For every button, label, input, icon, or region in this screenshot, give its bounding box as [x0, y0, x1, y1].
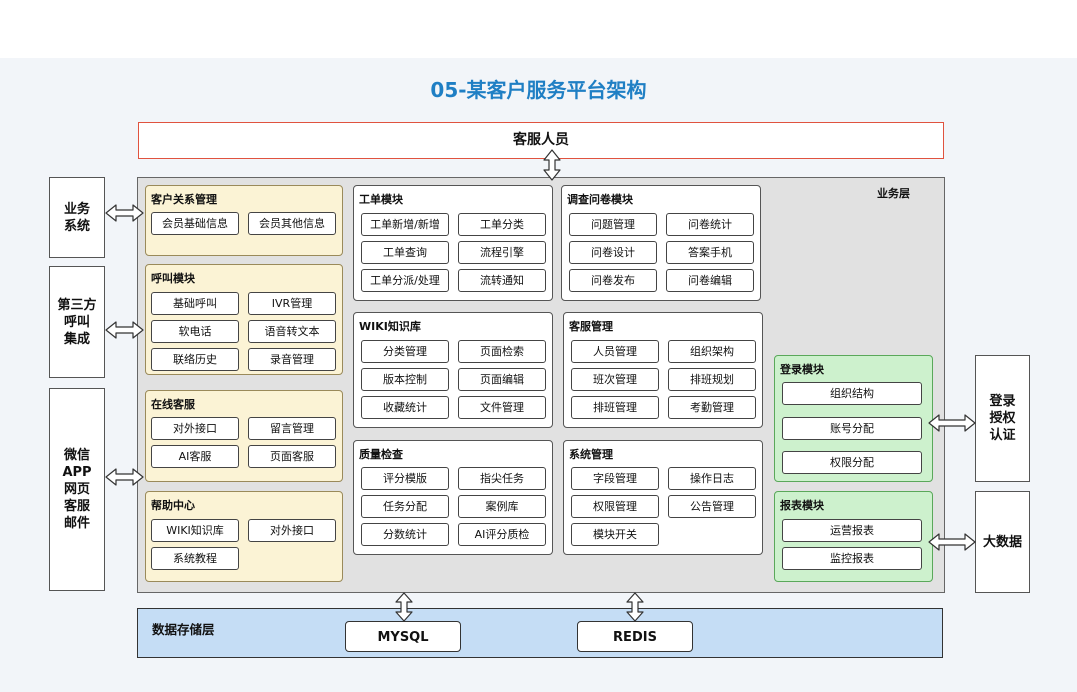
wiki-item: 页面检索 — [458, 340, 546, 363]
wiki-item: 文件管理 — [458, 396, 546, 419]
agent-item: 排班管理 — [571, 396, 659, 419]
module-sys: 系统管理 字段管理 操作日志 权限管理 公告管理 模块开关 — [563, 440, 763, 555]
ticket-item: 工单分派/处理 — [361, 269, 449, 292]
agent-item: 排班规划 — [668, 368, 756, 391]
diagram-title: 05-某客户服务平台架构 — [430, 78, 647, 102]
survey-item: 问卷发布 — [569, 269, 657, 292]
module-call: 呼叫模块 基础呼叫 IVR管理 软电话 语音转文本 联络历史 录音管理 — [145, 264, 343, 375]
qa-item: AI评分质检 — [458, 523, 546, 546]
call-item: 软电话 — [151, 320, 239, 343]
module-help: 帮助中心 WIKI知识库 对外接口 系统教程 — [145, 491, 343, 582]
ticket-item: 流转通知 — [458, 269, 546, 292]
report-item: 运营报表 — [782, 519, 922, 542]
module-online-title: 在线客服 — [151, 398, 195, 411]
module-call-title: 呼叫模块 — [151, 272, 195, 285]
agent-item: 班次管理 — [571, 368, 659, 391]
module-login-title: 登录模块 — [780, 363, 824, 376]
sys-item: 模块开关 — [571, 523, 659, 546]
module-agent-title: 客服管理 — [569, 320, 613, 333]
data-storage-layer: 数据存储层 — [137, 608, 943, 658]
wiki-item: 页面编辑 — [458, 368, 546, 391]
ticket-item: 工单分类 — [458, 213, 546, 236]
module-crm: 客户关系管理 会员基础信息 会员其他信息 — [145, 185, 343, 256]
call-item: 联络历史 — [151, 348, 239, 371]
login-item: 权限分配 — [782, 451, 922, 474]
module-login: 登录模块 组织结构 账号分配 权限分配 — [774, 355, 933, 482]
sys-item: 操作日志 — [668, 467, 756, 490]
module-help-title: 帮助中心 — [151, 499, 195, 512]
module-survey: 调查问卷模块 问题管理 问卷统计 问卷设计 答案手机 问卷发布 问卷编辑 — [561, 185, 761, 301]
sys-item: 字段管理 — [571, 467, 659, 490]
crm-item: 会员其他信息 — [248, 212, 336, 235]
module-ticket-title: 工单模块 — [359, 193, 403, 206]
agent-item: 考勤管理 — [668, 396, 756, 419]
customer-service-staff: 客服人员 — [138, 122, 944, 159]
qa-item: 分数统计 — [361, 523, 449, 546]
qa-item: 评分模版 — [361, 467, 449, 490]
module-qa: 质量检查 评分模版 指尖任务 任务分配 案例库 分数统计 AI评分质检 — [353, 440, 553, 555]
ticket-item: 工单查询 — [361, 241, 449, 264]
wiki-item: 版本控制 — [361, 368, 449, 391]
help-item: 系统教程 — [151, 547, 239, 570]
wiki-item: 收藏统计 — [361, 396, 449, 419]
report-item: 监控报表 — [782, 547, 922, 570]
agent-item: 组织架构 — [668, 340, 756, 363]
ticket-item: 流程引擎 — [458, 241, 546, 264]
login-item: 组织结构 — [782, 382, 922, 405]
survey-item: 问卷设计 — [569, 241, 657, 264]
crm-item: 会员基础信息 — [151, 212, 239, 235]
online-item: AI客服 — [151, 445, 239, 468]
sys-item: 公告管理 — [668, 495, 756, 518]
external-big-data: 大数据 — [975, 491, 1030, 593]
qa-item: 指尖任务 — [458, 467, 546, 490]
help-item: WIKI知识库 — [151, 519, 239, 542]
module-report: 报表模块 运营报表 监控报表 — [774, 491, 933, 582]
sys-item: 权限管理 — [571, 495, 659, 518]
survey-item: 答案手机 — [666, 241, 754, 264]
module-ticket: 工单模块 工单新增/新增 工单分类 工单查询 流程引擎 工单分派/处理 流转通知 — [353, 185, 553, 301]
agent-item: 人员管理 — [571, 340, 659, 363]
ticket-item: 工单新增/新增 — [361, 213, 449, 236]
survey-item: 问卷编辑 — [666, 269, 754, 292]
online-item: 对外接口 — [151, 417, 239, 440]
external-login-auth: 登录授权认证 — [975, 355, 1030, 482]
online-item: 留言管理 — [248, 417, 336, 440]
db-mysql: MYSQL — [345, 621, 461, 652]
wiki-item: 分类管理 — [361, 340, 449, 363]
module-wiki: WIKI知识库 分类管理 页面检索 版本控制 页面编辑 收藏统计 文件管理 — [353, 312, 553, 428]
module-crm-title: 客户关系管理 — [151, 193, 217, 206]
external-business-system: 业务系统 — [49, 177, 105, 258]
qa-item: 案例库 — [458, 495, 546, 518]
qa-item: 任务分配 — [361, 495, 449, 518]
module-agent: 客服管理 人员管理 组织架构 班次管理 排班规划 排班管理 考勤管理 — [563, 312, 763, 428]
data-storage-label: 数据存储层 — [152, 622, 215, 637]
module-wiki-title: WIKI知识库 — [359, 320, 421, 333]
survey-item: 问卷统计 — [666, 213, 754, 236]
module-report-title: 报表模块 — [780, 499, 824, 512]
call-item: 基础呼叫 — [151, 292, 239, 315]
call-item: 语音转文本 — [248, 320, 336, 343]
module-online: 在线客服 对外接口 留言管理 AI客服 页面客服 — [145, 390, 343, 482]
module-sys-title: 系统管理 — [569, 448, 613, 461]
module-survey-title: 调查问卷模块 — [567, 193, 633, 206]
external-third-party-call: 第三方呼叫集成 — [49, 266, 105, 378]
online-item: 页面客服 — [248, 445, 336, 468]
call-item: IVR管理 — [248, 292, 336, 315]
login-item: 账号分配 — [782, 417, 922, 440]
business-layer-label: 业务层 — [877, 187, 910, 200]
survey-item: 问题管理 — [569, 213, 657, 236]
db-redis: REDIS — [577, 621, 693, 652]
module-qa-title: 质量检查 — [359, 448, 403, 461]
call-item: 录音管理 — [248, 348, 336, 371]
help-item: 对外接口 — [248, 519, 336, 542]
